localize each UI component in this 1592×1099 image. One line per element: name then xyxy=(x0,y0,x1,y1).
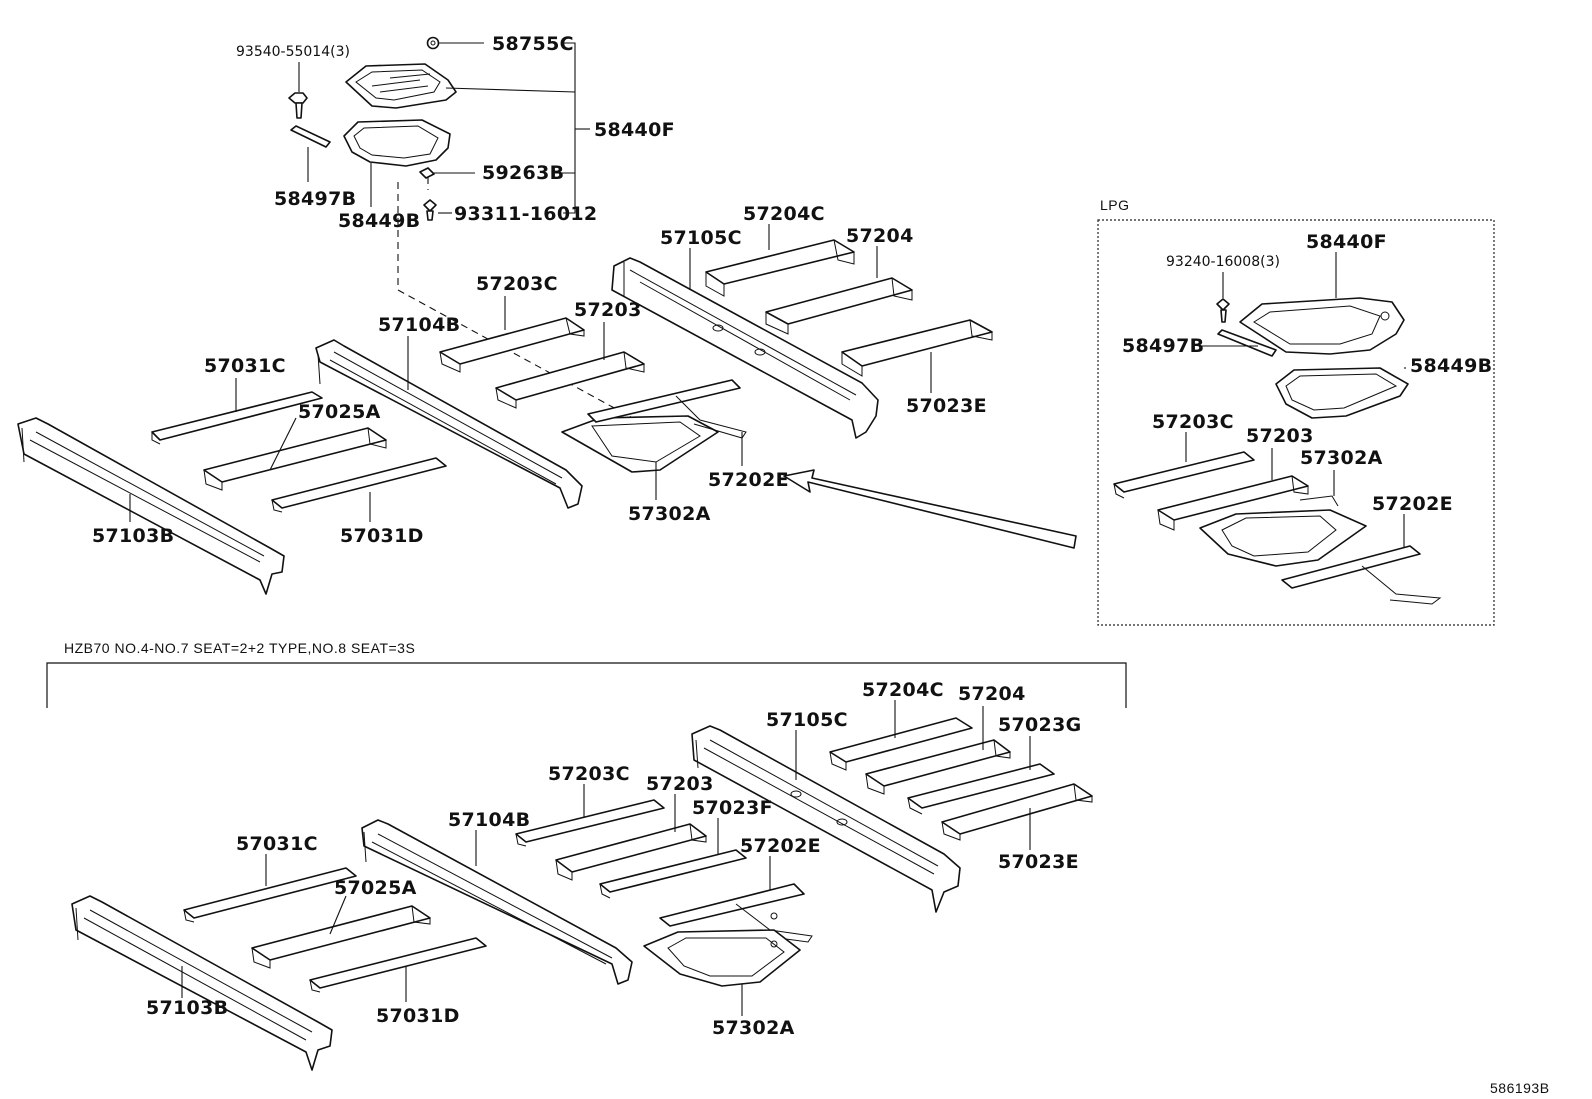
lpg-member-57202e[interactable] xyxy=(1281,545,1442,605)
b-label-57023f: 57023F xyxy=(692,797,773,819)
lpg-label-58497b: 58497B xyxy=(1122,335,1204,357)
label-93311-16012: 93311-16012 xyxy=(454,203,597,225)
label-93540-55014: 93540-55014(3) xyxy=(236,44,350,60)
b-pan-57302a[interactable] xyxy=(643,929,801,987)
b-member-57023f[interactable] xyxy=(599,849,747,899)
rail-57104b[interactable] xyxy=(315,339,583,509)
label-57204c: 57204C xyxy=(743,203,825,225)
b-rail-57103b[interactable] xyxy=(71,895,333,1071)
cover-assembly-group xyxy=(288,36,641,423)
b-label-57104b: 57104B xyxy=(448,809,530,831)
lpg-frame xyxy=(1097,219,1495,626)
b-member-57203c[interactable] xyxy=(515,799,665,847)
lpg-label-58440f: 58440F xyxy=(1306,231,1387,253)
top-section: 93540-55014(3) 58755C 58440F 58497B 5844… xyxy=(17,33,1077,595)
b-label-57031d: 57031D xyxy=(376,1005,460,1027)
reference-arrow xyxy=(783,469,1077,549)
label-57204: 57204 xyxy=(846,225,914,247)
member-57031d[interactable] xyxy=(271,457,447,513)
lpg-bracket[interactable] xyxy=(1217,329,1277,357)
b-label-57023e: 57023E xyxy=(998,851,1079,873)
label-57103b: 57103B xyxy=(92,525,174,547)
member-57202e[interactable] xyxy=(587,379,747,439)
cap-part[interactable] xyxy=(426,36,440,50)
b-label-57105c: 57105C xyxy=(766,709,848,731)
b-label-57204: 57204 xyxy=(958,683,1026,705)
member-57025a[interactable] xyxy=(203,427,387,491)
lpg-cover[interactable] xyxy=(1239,297,1405,355)
small-bolt-part[interactable] xyxy=(423,199,437,221)
rail-57103b[interactable] xyxy=(17,417,285,595)
lpg-section: LPG xyxy=(1097,197,1495,626)
gasket-part[interactable] xyxy=(343,119,451,167)
b-label-57302a: 57302A xyxy=(712,1017,795,1039)
label-57104b: 57104B xyxy=(378,314,460,336)
b-label-57031c: 57031C xyxy=(236,833,318,855)
label-59263b: 59263B xyxy=(482,162,564,184)
lpg-label-57203: 57203 xyxy=(1246,425,1314,447)
b-label-57203: 57203 xyxy=(646,773,714,795)
b-member-57202e[interactable] xyxy=(659,883,813,943)
b-label-57025a: 57025A xyxy=(334,877,417,899)
bottom-caption: HZB70 NO.4-NO.7 SEAT=2+2 TYPE,NO.8 SEAT=… xyxy=(64,640,415,656)
label-57105c: 57105C xyxy=(660,227,742,249)
lpg-label-58449b: 58449B xyxy=(1410,355,1492,377)
label-58449b: 58449B xyxy=(338,210,420,232)
label-57202e: 57202E xyxy=(708,469,789,491)
member-57203c[interactable] xyxy=(439,317,585,373)
lpg-label-57302a: 57302A xyxy=(1300,447,1383,469)
label-57203: 57203 xyxy=(574,299,642,321)
lpg-title: LPG xyxy=(1100,197,1130,213)
b-member-57204[interactable] xyxy=(865,739,1011,795)
b-member-57023e[interactable] xyxy=(941,783,1093,841)
b-member-57031d[interactable] xyxy=(309,937,487,993)
bracket-part[interactable] xyxy=(290,125,331,148)
b-member-57023g[interactable] xyxy=(907,763,1055,815)
label-57302a: 57302A xyxy=(628,503,711,525)
label-57031d: 57031D xyxy=(340,525,424,547)
rail-57105c[interactable] xyxy=(611,257,879,439)
label-57031c: 57031C xyxy=(204,355,286,377)
b-member-57025a[interactable] xyxy=(251,905,431,969)
lpg-member-57203c[interactable] xyxy=(1113,451,1255,499)
lpg-label-93240-16008: 93240-16008(3) xyxy=(1166,254,1280,270)
lpg-label-57203c: 57203C xyxy=(1152,411,1234,433)
member-57203[interactable] xyxy=(495,351,645,409)
label-58440f: 58440F xyxy=(594,119,675,141)
clip-part[interactable] xyxy=(419,167,435,179)
label-58497b: 58497B xyxy=(274,188,356,210)
b-rail-57105c[interactable] xyxy=(691,725,961,913)
lpg-pan-57302a[interactable] xyxy=(1199,495,1367,567)
bottom-section: HZB70 NO.4-NO.7 SEAT=2+2 TYPE,NO.8 SEAT=… xyxy=(46,640,1127,1071)
member-57204c[interactable] xyxy=(705,239,855,297)
diagram-code: 586193B xyxy=(1490,1080,1550,1096)
b-member-57203[interactable] xyxy=(555,823,707,881)
b-label-57202e: 57202E xyxy=(740,835,821,857)
label-57023e: 57023E xyxy=(906,395,987,417)
label-57203c: 57203C xyxy=(476,273,558,295)
b-rail-57104b[interactable] xyxy=(361,819,633,985)
lpg-member-57203[interactable] xyxy=(1157,475,1309,531)
lpg-gasket[interactable] xyxy=(1275,367,1409,419)
b-label-57204c: 57204C xyxy=(862,679,944,701)
member-57023e[interactable] xyxy=(841,319,993,377)
label-58755c: 58755C xyxy=(492,33,574,55)
b-label-57103b: 57103B xyxy=(146,997,228,1019)
b-member-57204c[interactable] xyxy=(829,717,973,771)
b-label-57023g: 57023G xyxy=(998,714,1082,736)
bottom-bracket-frame xyxy=(46,662,1127,708)
bolt-part[interactable] xyxy=(288,92,308,119)
lpg-bolt[interactable] xyxy=(1216,298,1230,323)
member-57031c[interactable] xyxy=(151,391,323,445)
member-57204[interactable] xyxy=(765,277,913,335)
cover-part[interactable] xyxy=(345,63,457,109)
lpg-label-57202e: 57202E xyxy=(1372,493,1453,515)
b-label-57203c: 57203C xyxy=(548,763,630,785)
label-57025a: 57025A xyxy=(298,401,381,423)
b-member-57031c[interactable] xyxy=(183,867,357,923)
